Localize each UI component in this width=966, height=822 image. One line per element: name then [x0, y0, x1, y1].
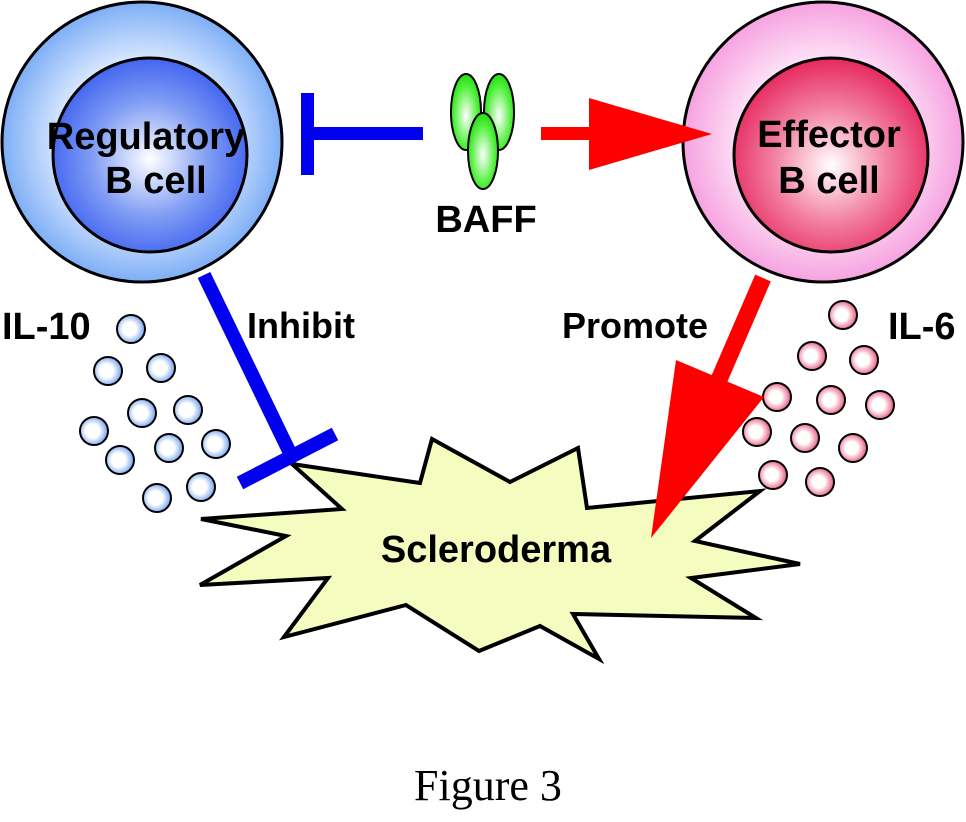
il6-cytokine-dot	[758, 460, 788, 490]
il6-cytokine-dot	[816, 385, 846, 415]
il10-cytokine-dot	[173, 395, 203, 425]
promote-label: Promote	[562, 305, 708, 346]
il6-cytokine-dot	[838, 433, 868, 463]
inhibit-line-bar	[301, 93, 314, 175]
il6-cytokine-dot	[790, 423, 820, 453]
il6-cytokine-dot	[849, 345, 879, 375]
il6-label: IL-6	[888, 306, 956, 348]
il10-cytokine-dot	[154, 433, 184, 463]
effector-cell-label-line2: B cell	[778, 160, 879, 202]
baff-inhibit-regulatory	[301, 93, 423, 175]
il10-cytokine-dot	[142, 483, 172, 513]
promote-arrow-shaft	[541, 127, 596, 140]
promote-diagonal-head	[651, 360, 764, 538]
baff-molecule-icon	[450, 73, 515, 190]
il10-cytokine-cluster	[79, 314, 231, 513]
inhibit-line-shaft	[302, 127, 423, 140]
scleroderma-burst-shape	[199, 436, 801, 665]
baff-label: BAFF	[435, 199, 536, 241]
il10-cytokine-dot	[79, 416, 109, 446]
inhibit-diagonal-shaft	[197, 271, 297, 457]
promote-arrow-head	[589, 98, 712, 170]
regulatory-cell-label-line1: Regulatory	[47, 116, 245, 158]
il10-cytokine-dot	[127, 398, 157, 428]
scleroderma-label: Scleroderma	[381, 529, 612, 571]
regulatory-b-cell: Regulatory B cell	[0, 0, 284, 284]
il6-cytokine-dot	[828, 300, 858, 330]
effector-cell-label-line1: Effector	[757, 114, 901, 156]
effector-b-cell: Effector B cell	[681, 0, 965, 284]
il6-cytokine-dot	[742, 417, 772, 447]
effector-cell-nucleus	[732, 56, 930, 254]
il6-cytokine-dot	[805, 467, 835, 497]
figure-caption: Figure 3	[414, 761, 562, 810]
effector-promote-scleroderma-arrow	[651, 274, 771, 538]
il6-cytokine-dot	[797, 341, 827, 371]
il10-label: IL-10	[2, 306, 91, 348]
baff-promote-effector-arrow	[541, 98, 712, 170]
promote-diagonal-shaft	[710, 274, 771, 386]
inhibit-diagonal-bar	[236, 427, 339, 490]
il10-cytokine-dot	[105, 445, 135, 475]
inhibit-label: Inhibit	[247, 305, 355, 346]
il6-cytokine-cluster	[742, 300, 895, 497]
regulatory-inhibit-scleroderma	[197, 271, 339, 490]
il10-cytokine-dot	[93, 356, 123, 386]
regulatory-cell-nucleus	[51, 56, 249, 254]
regulatory-cell-label-line2: B cell	[105, 160, 206, 202]
il10-cytokine-dot	[146, 353, 176, 383]
il10-cytokine-dot	[186, 472, 216, 502]
il6-cytokine-dot	[762, 382, 792, 412]
il10-cytokine-dot	[116, 314, 146, 344]
il10-cytokine-dot	[201, 429, 231, 459]
il6-cytokine-dot	[865, 390, 895, 420]
